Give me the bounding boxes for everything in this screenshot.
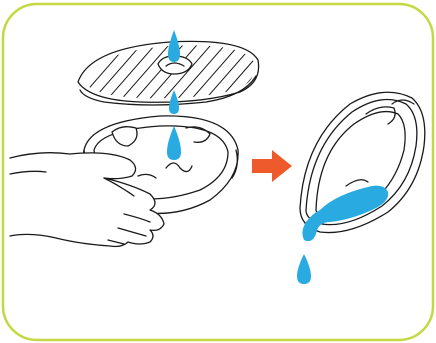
illustration-svg bbox=[0, 0, 436, 343]
instruction-illustration bbox=[0, 0, 436, 343]
